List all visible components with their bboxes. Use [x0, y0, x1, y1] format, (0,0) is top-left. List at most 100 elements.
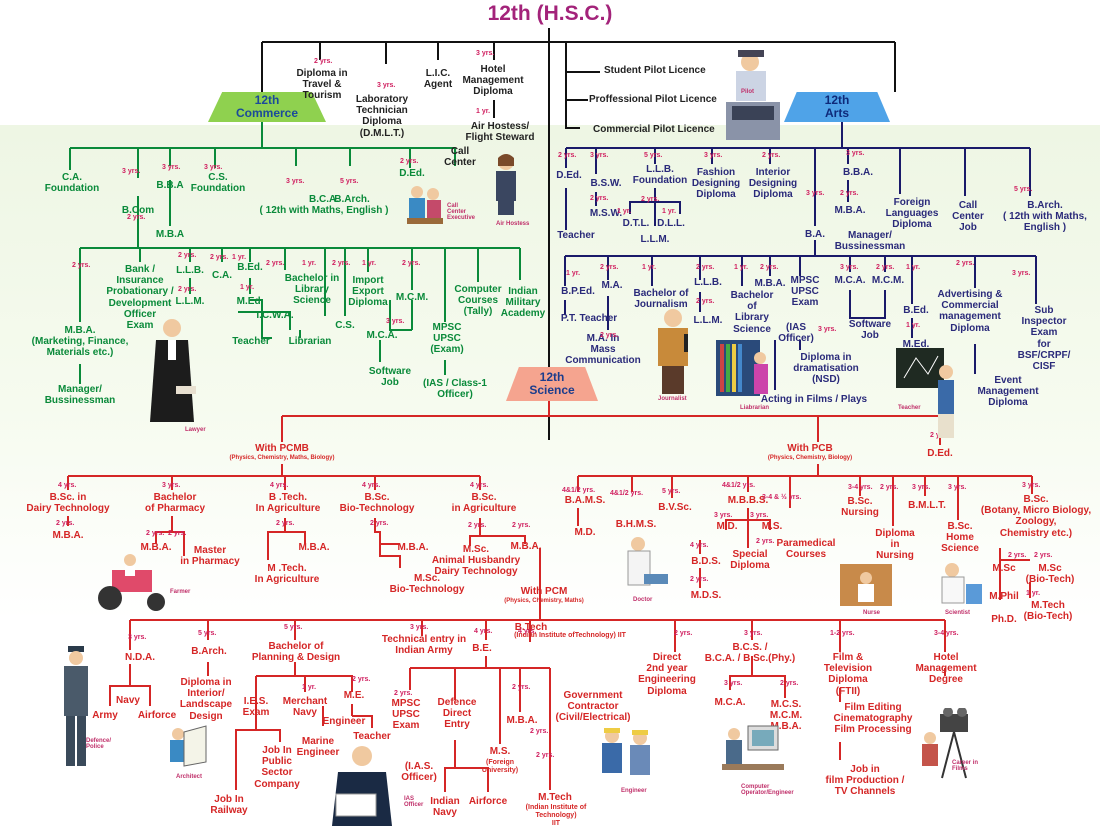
duration-label: 1 yr. — [362, 260, 377, 267]
duration-label: 3 yrs. — [386, 318, 405, 325]
node-bmlt: B.M.L.T. — [908, 500, 946, 511]
node-manager-commerce: Manager/ Bussinessman — [44, 384, 116, 407]
duration-label: 4 yrs. — [58, 482, 77, 489]
duration-label: 2 yrs. — [530, 728, 549, 735]
caption-air-hostess: Air Hostess — [496, 221, 530, 227]
node-commercial-pilot: Commercial Pilot Licence — [593, 124, 715, 135]
node-ca-final: C.A. — [212, 270, 232, 281]
node-with-pcb: With PCB — [787, 443, 833, 454]
duration-label: 2 yrs. — [512, 522, 531, 529]
node-ms-foreign: M.S. — [489, 746, 511, 757]
node-btech-sub: (Indian Institute ofTechnology) IIT — [514, 632, 626, 639]
call-center-illustration — [407, 186, 443, 224]
node-llb-foundation: L.L.B. Foundation — [632, 164, 688, 187]
duration-label: 1 yr. — [1026, 590, 1041, 597]
node-librarian: Librarian — [288, 336, 332, 347]
duration-label: 2 yrs. — [468, 522, 487, 529]
hub-science-label: 12th Science — [529, 370, 575, 397]
node-engineer-me: Engineer — [322, 716, 366, 727]
node-mcs-mcm-mba: M.C.S. M.C.M. M.B.A. — [769, 699, 803, 733]
duration-label: 5 yrs. — [198, 630, 217, 637]
duration-label: 2 yrs. — [402, 260, 421, 267]
node-navy: Navy — [116, 695, 140, 706]
node-sub-inspector: Sub Inspector Exam for BSF/CRPF/ CISF — [1017, 305, 1071, 372]
ias-officer-illustration — [332, 746, 392, 826]
node-import-export: Import Export Diploma — [348, 275, 388, 309]
duration-label: 3 yrs. — [122, 168, 141, 175]
node-bba-arts: B.B.A. — [843, 167, 873, 178]
duration-label: 2 yrs. — [762, 152, 781, 159]
duration-label: 1 yr. — [662, 208, 677, 215]
node-master-pharmacy: Master in Pharmacy — [180, 545, 240, 568]
node-btech: B.Tech — [514, 622, 548, 633]
duration-label: 2 yrs. — [370, 520, 389, 527]
node-mtech-agriculture: M .Tech. In Agriculture — [254, 563, 320, 586]
caption-scientist: Scientist — [945, 610, 971, 616]
node-with-pcm: With PCM — [520, 586, 568, 597]
node-mds: M.D.S. — [690, 590, 722, 601]
node-fashion-diploma: Fashion Designing Diploma — [691, 167, 741, 201]
node-merchant-navy: Merchant Navy — [282, 696, 328, 719]
node-software-job-commerce: Software Job — [368, 366, 412, 389]
node-ba: B.A. — [805, 229, 825, 240]
caption-architect: Architect — [176, 774, 203, 780]
duration-label: 3 yrs. — [818, 326, 837, 333]
node-call-center-commerce: Call Center — [444, 146, 476, 169]
node-computer-courses: Computer Courses (Tally) — [454, 284, 502, 318]
duration-label: 3 yrs. — [128, 634, 147, 641]
duration-label: 2 yrs. — [600, 332, 619, 339]
node-bachelor-journalism: Bachelor of Journalism — [633, 288, 689, 311]
node-pharm-mba: M.B.A. — [140, 542, 172, 553]
node-event-management: Event Management Diploma — [977, 375, 1039, 409]
node-bed-arts: B.Ed. — [903, 305, 929, 316]
duration-label: 2 yrs. — [558, 152, 577, 159]
duration-label: 4 yrs. — [270, 482, 289, 489]
duration-label: 1-2 yrs. — [830, 630, 855, 637]
duration-label: 1 yr. — [302, 260, 317, 267]
node-special-diploma: Special Diploma — [730, 549, 770, 572]
node-teacher-arts: Teacher — [557, 230, 595, 241]
node-mtech-biotech: M.Tech (Bio-Tech) — [1023, 600, 1073, 623]
node-hotel-management-degree: Hotel Management Degree — [915, 652, 977, 686]
node-ms-foreign-sub: (Foreign University) — [481, 759, 519, 774]
duration-label: 2 yrs. — [956, 260, 975, 267]
node-bcom: B.Com — [121, 205, 155, 216]
duration-label: 2 yrs. — [696, 264, 715, 271]
node-bachelor-pharmacy: Bachelor of Pharmacy — [144, 492, 206, 515]
node-dll: D.L.L. — [657, 218, 685, 229]
node-bed-commerce: B.Ed. — [237, 262, 263, 273]
duration-label: 2 yrs. — [332, 260, 351, 267]
node-pcb-subjects: (Physics, Chemistry, Biology) — [767, 455, 853, 461]
node-indian-military-academy: Indian Military Academy — [500, 286, 546, 320]
node-ded-arts: D.Ed. — [556, 170, 582, 181]
caption-computer: Computer Operator/Engineer — [741, 784, 794, 796]
duration-label: 2 yrs. — [880, 484, 899, 491]
node-software-job-arts: Software Job — [848, 319, 892, 342]
node-pcmb-subjects: (Physics, Chemistry, Maths, Biology) — [229, 455, 335, 461]
duration-label: 4 yrs. — [690, 542, 709, 549]
duration-label: 2 yrs. — [146, 530, 165, 537]
node-md-mbbs: M.D. — [716, 521, 738, 532]
duration-label: 5 yrs. — [340, 178, 359, 185]
caption-teacher: Teacher — [898, 405, 921, 411]
duration-label: 1 yr. — [476, 108, 491, 115]
node-mca-arts: M.C.A. — [834, 275, 866, 286]
node-cs-final: C.S. — [335, 320, 355, 331]
duration-label: 2 yrs. — [178, 286, 197, 293]
duration-label: 2 yrs. — [56, 520, 75, 527]
node-bba: B.B.A — [156, 180, 184, 191]
duration-label: 2 yrs. — [876, 264, 895, 271]
node-mca-science: M.C.A. — [714, 697, 746, 708]
node-ias-officer-science: (I.A.S. Officer) — [401, 761, 437, 784]
node-msc-animal-husbandry: M.Sc. Animal Husbandry Dairy Technology — [431, 544, 521, 578]
node-msc-biotech: M.Sc. Bio-Technology — [389, 573, 465, 596]
node-direct-engineering-diploma: Direct 2nd year Engineering Diploma — [638, 652, 696, 697]
duration-label: 1 yr. — [642, 264, 657, 271]
node-bsc-home-science: B.Sc. Home Science — [941, 521, 979, 555]
node-med-arts: M.Ed. — [902, 339, 930, 350]
node-cs-foundation: C.S. Foundation — [190, 172, 246, 195]
caption-engineer: Engineer — [621, 788, 647, 794]
node-teacher-me: Teacher — [353, 731, 391, 742]
